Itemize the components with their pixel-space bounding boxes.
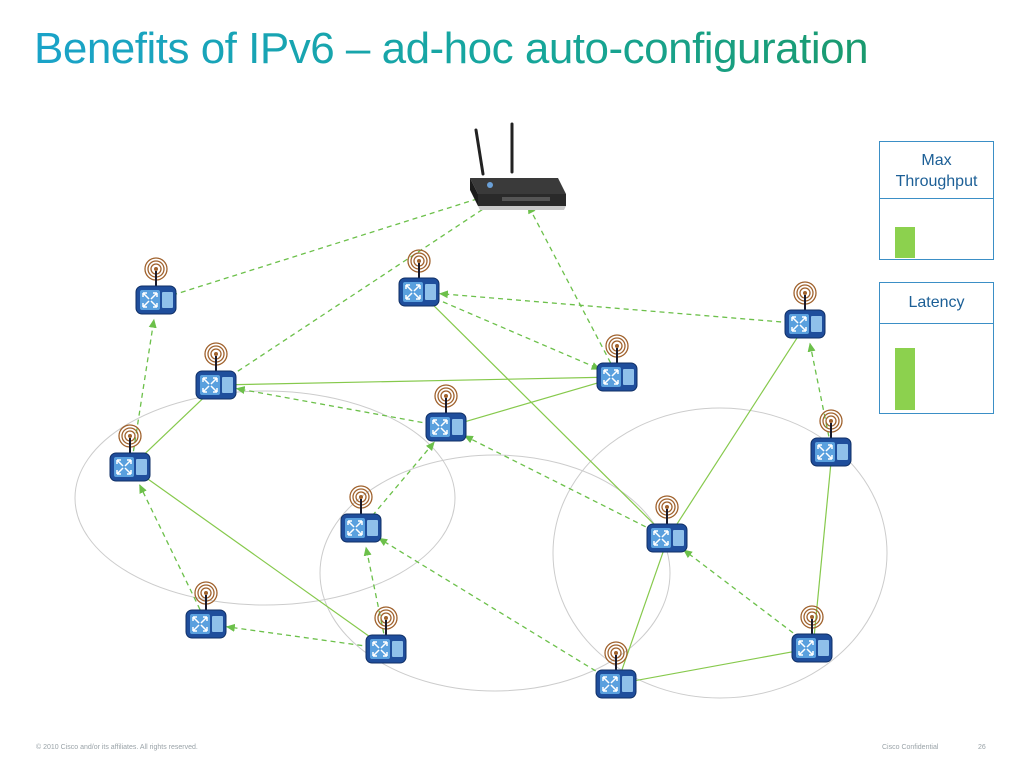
network-link [230,376,605,386]
latency-bar [895,348,915,410]
mesh-router-icon [340,485,382,543]
network-links [132,191,832,683]
route-arrow [527,204,612,364]
mesh-router-icon [185,581,227,639]
route-arrow [363,546,385,634]
page-number: 26 [978,744,986,751]
slide-title: Benefits of IPv6 – ad-hoc auto-configura… [34,24,869,73]
cluster-outlines [74,390,888,699]
mesh-router-icon [595,641,637,699]
mesh-router-icon [784,281,826,339]
route-arrow [371,441,435,517]
route-arrow [683,549,801,639]
wireless-router-icon [470,122,566,210]
route-arrow [378,537,604,677]
cluster-outline [552,407,888,699]
confidential-notice: Cisco Confidential [882,744,939,751]
mesh-router-icon [646,495,688,553]
cluster-outline [74,390,456,606]
max-throughput-meter [879,198,994,260]
route-arrow [225,623,372,648]
network-nodes [109,122,852,699]
mesh-network-diagram [74,122,888,699]
network-link [140,394,208,458]
copyright-notice: © 2010 Cisco and/or its affiliates. All … [36,744,198,751]
cluster-outline [319,454,671,692]
mesh-router-icon [398,249,440,307]
network-link [813,465,832,635]
mesh-router-icon [596,334,638,392]
network-link [630,649,800,683]
max-throughput-label: Max Throughput [879,141,994,199]
network-link [675,335,799,527]
mesh-router-icon [425,384,467,442]
network-link [429,301,659,529]
network-link [142,474,376,642]
mesh-router-icon [195,342,237,400]
route-arrow [438,290,791,324]
route-arrow [807,342,830,437]
route-arrow [463,435,654,532]
network-link [621,551,664,671]
mesh-router-icon [109,424,151,482]
route-arrow [172,191,498,296]
mesh-router-icon [791,605,833,663]
route-arrow [229,197,501,377]
latency-label: Latency [879,282,994,324]
mesh-router-icon [135,257,177,315]
max-throughput-bar [895,227,915,258]
route-arrow [434,297,601,370]
mesh-router-icon [365,606,407,664]
route-arrow [235,386,432,425]
latency-meter [879,323,994,414]
mesh-router-icon [810,409,852,467]
network-link [460,380,605,424]
route-arrow [132,318,157,452]
